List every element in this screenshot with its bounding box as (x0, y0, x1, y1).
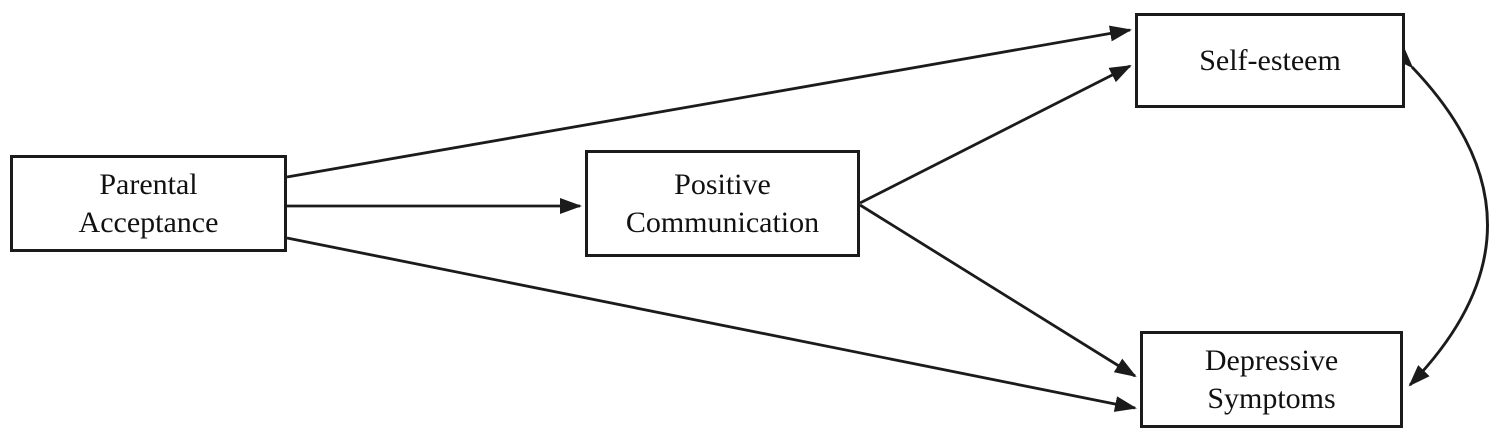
node-parental-acceptance: Parental Acceptance (10, 155, 287, 252)
node-label-line: Acceptance (78, 205, 219, 239)
arrow-positive-communication-to-depressive-symptoms (859, 203, 1137, 378)
node-label-line: Parental (99, 167, 198, 201)
node-positive-communication: Positive Communication (585, 150, 860, 257)
node-label-line: Symptoms (1207, 381, 1336, 415)
node-label-line: Communication (625, 205, 820, 239)
node-label-line: Self-esteem (1199, 43, 1341, 77)
arrow-positive-communication-to-self-esteem (859, 64, 1132, 205)
arrow-parental-acceptance-to-depressive-symptoms (286, 236, 1137, 412)
node-label-line: Depressive (1204, 343, 1339, 377)
node-depressive-symptoms: Depressive Symptoms (1140, 331, 1403, 428)
node-label-line: Positive (674, 167, 771, 201)
node-self-esteem: Self-esteem (1135, 13, 1405, 108)
curved-covariance-arrow-self-esteem-depressive-symptoms (1392, 47, 1489, 387)
arrow-parental-acceptance-to-self-esteem (286, 25, 1132, 179)
